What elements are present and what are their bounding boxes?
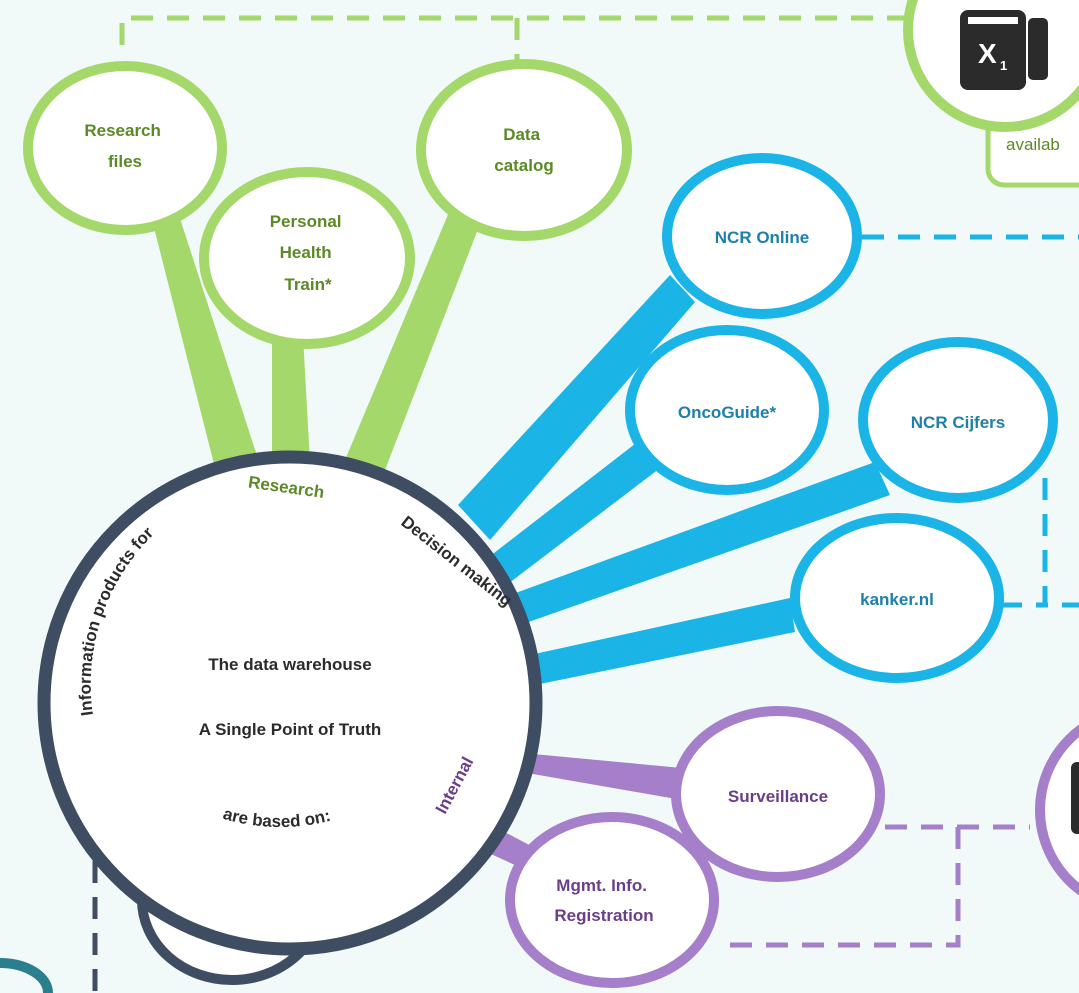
- registration-dashed-connector: [718, 827, 961, 948]
- data-catalog-node[interactable]: [416, 59, 632, 241]
- partial-purple-icon: [1071, 762, 1079, 834]
- ncr-cijfers-dashed-connector: [1042, 478, 1079, 608]
- excel-icon-letter: X: [978, 38, 997, 69]
- research-files-label: Research files: [84, 121, 165, 171]
- personal-health-train-spoke: [272, 318, 310, 466]
- personal-health-train-label: Personal Health Train*: [270, 212, 347, 294]
- surveillance-spoke: [510, 752, 682, 800]
- availability-text: availab: [1006, 135, 1060, 154]
- hub-title: The data warehouse: [208, 655, 371, 674]
- spokes: [147, 200, 890, 880]
- partial-purple-node: [1035, 724, 1079, 896]
- kanker-spoke: [530, 598, 795, 685]
- kanker-label: kanker.nl: [860, 590, 934, 609]
- oncoguide-spoke: [485, 440, 668, 590]
- ncr-cijfers-node[interactable]: [858, 337, 1058, 503]
- kanker-node[interactable]: [790, 513, 1004, 683]
- ncr-online-spoke: [458, 275, 695, 540]
- research-files-node[interactable]: [23, 61, 227, 235]
- research-dashed-connector: [119, 15, 925, 45]
- ncr-online-label: NCR Online: [715, 228, 809, 247]
- ncr-online-node[interactable]: [662, 153, 862, 319]
- dashed-connectors: [92, 15, 1079, 993]
- research-files-spoke: [147, 200, 260, 468]
- registration-node[interactable]: [505, 812, 719, 988]
- data-catalog-spoke: [345, 205, 485, 470]
- bottom-left-teal-node: [0, 958, 53, 993]
- data-catalog-label: Data catalog: [494, 125, 554, 175]
- surveillance-label: Surveillance: [728, 787, 828, 806]
- hub-subtitle: A Single Point of Truth: [199, 720, 382, 739]
- excel-icon-sub: 1: [1000, 58, 1007, 73]
- personal-health-train-node[interactable]: [199, 167, 415, 349]
- oncoguide-node[interactable]: [625, 325, 829, 495]
- surveillance-node[interactable]: [671, 706, 885, 882]
- data-warehouse-hub[interactable]: [37, 450, 543, 956]
- ncr-cijfers-spoke: [510, 462, 890, 625]
- excel-icon: X 1: [960, 10, 1048, 90]
- registration-label: Mgmt. Info. Registration: [554, 876, 653, 925]
- ncr-cijfers-label: NCR Cijfers: [911, 413, 1005, 432]
- oncoguide-label: OncoGuide*: [678, 403, 777, 422]
